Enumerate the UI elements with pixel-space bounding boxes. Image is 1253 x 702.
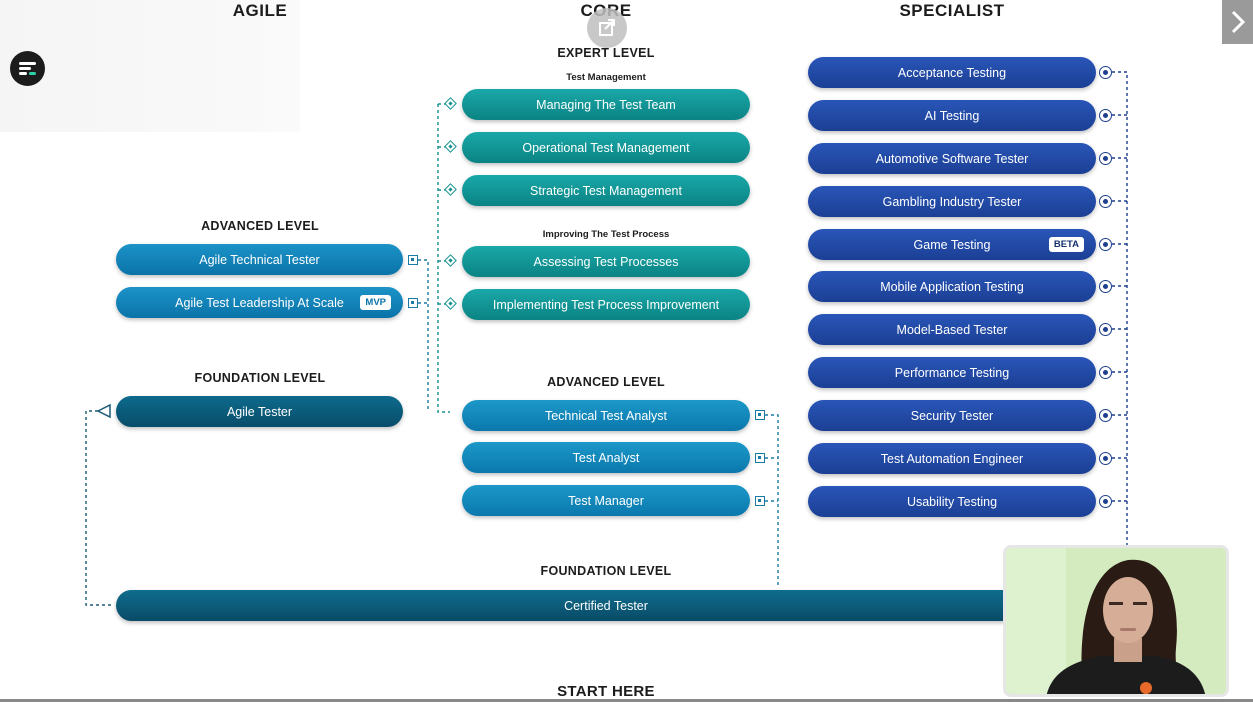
core-expert-item[interactable]: Managing The Test Team xyxy=(462,89,750,120)
specialist-item-label: Automotive Software Tester xyxy=(875,151,1029,166)
core-expert-item-label: Operational Test Management xyxy=(522,140,690,155)
popout-button[interactable] xyxy=(587,8,627,48)
connector-circle-icon xyxy=(1099,195,1112,208)
popout-icon xyxy=(599,19,615,36)
specialist-item-label: Mobile Application Testing xyxy=(880,279,1024,294)
agile-advanced-item-label: Agile Test Leadership At Scale xyxy=(175,295,344,310)
core-expert-item-label: Strategic Test Management xyxy=(530,183,682,198)
core-expert-item[interactable]: Operational Test Management xyxy=(462,132,750,163)
specialist-item-label: Model-Based Tester xyxy=(896,322,1008,337)
mvp-badge: MVP xyxy=(360,295,391,310)
connector-circle-icon xyxy=(1099,238,1112,251)
specialist-item-label: AI Testing xyxy=(924,108,980,123)
connector-square-icon xyxy=(755,453,765,463)
improving-test-process-heading: Improving The Test Process xyxy=(542,229,670,240)
menu-icon xyxy=(19,62,36,65)
start-here-label: START HERE xyxy=(557,683,655,700)
core-expert-item-label: Managing The Test Team xyxy=(536,97,676,112)
core-advanced-item-label: Test Analyst xyxy=(572,450,640,465)
webcam-overlay[interactable] xyxy=(1003,545,1229,697)
core-advanced-item[interactable]: Test Analyst xyxy=(462,442,750,473)
specialist-item-label: Usability Testing xyxy=(906,494,998,509)
specialist-item[interactable]: Mobile Application Testing xyxy=(808,271,1096,302)
core-expert-item[interactable]: Implementing Test Process Improvement xyxy=(462,289,750,320)
connector-square-icon xyxy=(755,496,765,506)
connector-square-icon xyxy=(408,298,418,308)
agile-foundation-level-heading: FOUNDATION LEVEL xyxy=(194,371,326,385)
core-expert-level-heading: EXPERT LEVEL xyxy=(557,46,655,60)
specialist-item-label: Test Automation Engineer xyxy=(880,451,1024,466)
core-expert-item[interactable]: Assessing Test Processes xyxy=(462,246,750,277)
specialist-item[interactable]: Security Tester xyxy=(808,400,1096,431)
certified-tester-label: Certified Tester xyxy=(564,598,648,613)
agile-advanced-item[interactable]: Agile Technical Tester xyxy=(116,244,403,275)
header-background xyxy=(0,0,300,132)
connector-circle-icon xyxy=(1099,280,1112,293)
connector-square-icon xyxy=(755,410,765,420)
agile-foundation-item-label: Agile Tester xyxy=(226,404,293,419)
agile-foundation-item[interactable]: Agile Tester xyxy=(116,396,403,427)
presenter-video xyxy=(1006,548,1226,694)
column-title-specialist: SPECIALIST xyxy=(899,1,1005,20)
next-slide-button[interactable] xyxy=(1222,0,1253,44)
core-advanced-item-label: Test Manager xyxy=(568,493,644,508)
agile-advanced-item-label: Agile Technical Tester xyxy=(199,252,320,267)
connector-circle-icon xyxy=(1099,366,1112,379)
agile-advanced-level-heading: ADVANCED LEVEL xyxy=(201,219,319,233)
connector-circle-icon xyxy=(1099,152,1112,165)
core-advanced-level-heading: ADVANCED LEVEL xyxy=(547,375,665,389)
certified-tester-item[interactable]: Certified Tester xyxy=(116,590,1096,621)
core-expert-item[interactable]: Strategic Test Management xyxy=(462,175,750,206)
connector-circle-icon xyxy=(1099,452,1112,465)
specialist-item-label: Gambling Industry Tester xyxy=(882,194,1022,209)
core-advanced-item[interactable]: Test Manager xyxy=(462,485,750,516)
connector-circle-icon xyxy=(1099,495,1112,508)
bottom-progress-bar xyxy=(0,699,1253,702)
core-expert-item-label: Implementing Test Process Improvement xyxy=(492,297,720,312)
specialist-item-label: Game Testing xyxy=(913,237,991,252)
specialist-item[interactable]: Game Testing BETA xyxy=(808,229,1096,260)
specialist-item[interactable]: Usability Testing xyxy=(808,486,1096,517)
core-foundation-level-heading: FOUNDATION LEVEL xyxy=(540,564,672,578)
specialist-item[interactable]: Acceptance Testing xyxy=(808,57,1096,88)
core-advanced-item-label: Technical Test Analyst xyxy=(544,408,668,423)
column-title-agile: AGILE xyxy=(232,1,288,20)
specialist-item[interactable]: Gambling Industry Tester xyxy=(808,186,1096,217)
menu-button[interactable] xyxy=(10,51,45,86)
connector-circle-icon xyxy=(1099,66,1112,79)
specialist-item[interactable]: Performance Testing xyxy=(808,357,1096,388)
core-expert-item-label: Assessing Test Processes xyxy=(533,254,679,269)
agile-advanced-item[interactable]: Agile Test Leadership At Scale MVP xyxy=(116,287,403,318)
connector-circle-icon xyxy=(1099,109,1112,122)
specialist-item-label: Performance Testing xyxy=(894,365,1010,380)
connector-square-icon xyxy=(408,255,418,265)
specialist-item[interactable]: Test Automation Engineer xyxy=(808,443,1096,474)
connector-circle-icon xyxy=(1099,323,1112,336)
specialist-item-label: Acceptance Testing xyxy=(897,65,1007,80)
specialist-item[interactable]: AI Testing xyxy=(808,100,1096,131)
specialist-item[interactable]: Automotive Software Tester xyxy=(808,143,1096,174)
connector-circle-icon xyxy=(1099,409,1112,422)
core-advanced-item[interactable]: Technical Test Analyst xyxy=(462,400,750,431)
beta-badge: BETA xyxy=(1048,237,1084,252)
specialist-item-label: Security Tester xyxy=(910,408,994,423)
test-management-heading: Test Management xyxy=(566,72,646,83)
specialist-item[interactable]: Model-Based Tester xyxy=(808,314,1096,345)
chevron-right-icon xyxy=(1231,10,1245,34)
